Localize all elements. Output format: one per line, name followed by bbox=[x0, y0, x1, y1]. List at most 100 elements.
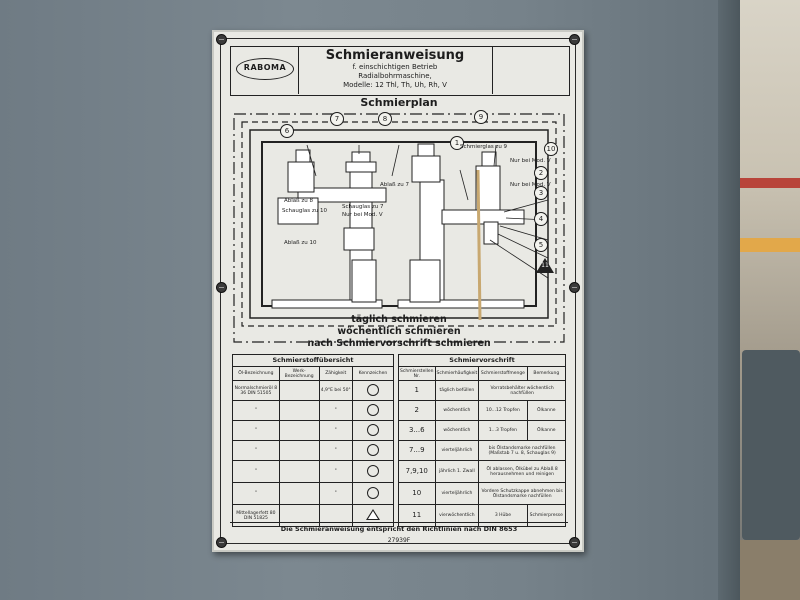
table-cell: 4,9°E bei 50° bbox=[318, 380, 353, 401]
legend-weekly: wöchentlich schmieren bbox=[337, 326, 461, 337]
column-header: Bemerkung bbox=[526, 366, 567, 381]
callout-1: 1 bbox=[450, 136, 464, 150]
table-row: " " bbox=[232, 420, 395, 441]
table-cell: 3 Hübe bbox=[478, 504, 528, 527]
footer-note: Die Schmieranweisung entspricht den Rich… bbox=[280, 525, 518, 533]
callout-9: 9 bbox=[474, 110, 488, 124]
plate-subtitle-1: f. einschichtigen Betrieb bbox=[352, 63, 438, 71]
table-cell: Öl ablassen, Ölkübel zu Ablaß 8 herausne… bbox=[478, 460, 566, 483]
screw-icon bbox=[569, 537, 580, 548]
table-cell: " bbox=[318, 400, 353, 421]
lubricant-symbol-cell bbox=[351, 504, 395, 527]
table-cell: bis Ölstandsmarke nachfüllen (Maßstab 7 … bbox=[478, 440, 566, 461]
table-cell: Ölkanne bbox=[526, 420, 567, 441]
lubrication-schedule-table: Schmiervorschrift Schmierstellen Nr. Sch… bbox=[398, 354, 567, 527]
diagram-note: Ablaß zu 10 bbox=[284, 240, 317, 246]
diagram-note: Schmierglas zu 9 bbox=[460, 144, 508, 150]
circle-icon bbox=[366, 486, 379, 499]
table-cell bbox=[278, 440, 320, 461]
section-title: Schmierplan bbox=[360, 96, 438, 109]
table-cell: " bbox=[232, 482, 280, 505]
table-cell: Ölkanne bbox=[526, 400, 567, 421]
table-cell: " bbox=[232, 440, 280, 461]
legend-per-spec: nach Schmiervorschrift schmieren bbox=[307, 338, 491, 349]
plate-subtitle-3: Modelle: 12 Thl, Th, Uh, Rh, V bbox=[343, 81, 447, 89]
table-cell bbox=[278, 400, 320, 421]
table-cell: 3...6 bbox=[398, 420, 436, 441]
table-cell: täglich befüllen bbox=[434, 380, 480, 401]
circle-icon bbox=[366, 464, 379, 477]
table-cell: " bbox=[318, 420, 353, 441]
table-cell: 1...3 Tropfen bbox=[478, 420, 528, 441]
table-cell: 1 bbox=[398, 380, 436, 401]
table-row: 1 täglich befüllen Vorratsbehälter wöche… bbox=[398, 380, 566, 401]
table-row: " " bbox=[232, 460, 395, 483]
table-cell: 10 bbox=[398, 482, 436, 505]
column-header: Kennzeichen bbox=[351, 366, 395, 381]
callout-5: 5 bbox=[534, 238, 548, 252]
background-red-beam bbox=[740, 178, 800, 188]
screw-icon bbox=[569, 282, 580, 293]
table-title: Schmierstoffübersicht bbox=[232, 354, 394, 367]
table-cell: vierwöchentlich bbox=[434, 504, 480, 527]
lubricant-symbol-cell bbox=[351, 380, 395, 401]
table-row: 7...9 vierteljährlich bis Ölstandsmarke … bbox=[398, 440, 566, 461]
table-cell: " bbox=[232, 460, 280, 483]
callout-4: 4 bbox=[534, 212, 548, 226]
table-cell bbox=[318, 504, 353, 527]
table-cell: 2 bbox=[398, 400, 436, 421]
table-row: 11 vierwöchentlich 3 Hübe Schmierpresse bbox=[398, 504, 567, 527]
table-cell: wöchentlich bbox=[434, 420, 480, 441]
table-row: Mittellagerfett 80 DIN 51825 bbox=[232, 504, 395, 527]
callout-6: 6 bbox=[280, 124, 294, 138]
table-row: 7,9,10 jährlich 1. Zwall Öl ablassen, Öl… bbox=[398, 460, 566, 483]
table-cell bbox=[278, 380, 320, 401]
lubricant-symbol-cell bbox=[351, 482, 395, 505]
diagram-note: Schauglas zu 7 bbox=[342, 204, 384, 210]
plate-subtitle-2: Radialbohrmaschine, bbox=[358, 72, 432, 80]
background-machine bbox=[742, 350, 800, 540]
column-header: Schmierstoffmenge bbox=[478, 366, 528, 381]
diagram-note: Ablaß zu 8 bbox=[284, 198, 313, 204]
callout-10: 10 bbox=[544, 142, 558, 156]
table-cell: " bbox=[318, 482, 353, 505]
circle-icon bbox=[366, 423, 379, 436]
table-row: " " bbox=[232, 440, 395, 461]
table-row: " " bbox=[232, 400, 395, 421]
plate-title: Schmieranweisung bbox=[325, 48, 465, 63]
lubricant-symbol-cell bbox=[351, 460, 395, 483]
screw-icon bbox=[216, 537, 227, 548]
callout-8: 8 bbox=[378, 112, 392, 126]
table-row: " " bbox=[232, 482, 395, 505]
table-cell: 10...12 Tropfen bbox=[478, 400, 528, 421]
brand-name: RABOMA bbox=[243, 63, 287, 72]
brand-logo: RABOMA bbox=[236, 58, 294, 80]
table-cell bbox=[278, 482, 320, 505]
circle-icon bbox=[366, 403, 379, 416]
triangle-icon bbox=[365, 509, 380, 520]
table-row: 2 wöchentlich 10...12 Tropfen Ölkanne bbox=[398, 400, 567, 421]
diagram-note: Schauglas zu 10 bbox=[282, 208, 327, 214]
diagram-note: Nur bei Mod. V bbox=[510, 158, 551, 164]
table-title: Schmiervorschrift bbox=[398, 354, 566, 367]
column-header: Öl-Bezeichnung bbox=[232, 366, 280, 381]
table-row: Normalschmieröl 8 36 DIN 51505 4,9°E bei… bbox=[232, 380, 395, 401]
screw-icon bbox=[569, 34, 580, 45]
logo-cell bbox=[230, 46, 299, 94]
diagram-note: Nur bei Mod. V bbox=[510, 182, 551, 188]
background-floor bbox=[740, 540, 800, 600]
table-cell: Normalschmieröl 8 36 DIN 51505 bbox=[232, 380, 280, 401]
callout-2: 2 bbox=[534, 166, 548, 180]
header-box bbox=[230, 46, 570, 96]
column-header: Schmierstellen Nr. bbox=[398, 366, 436, 381]
column-header: Zähigkeit bbox=[318, 366, 353, 381]
column-header: Werk-Bezeichnung bbox=[278, 366, 320, 381]
table-cell: Vordere Schutzkappe abnehmen bis Ölstand… bbox=[478, 482, 566, 505]
diagram-note: Nur bei Mod. V bbox=[342, 212, 383, 218]
table-cell: Schmierpresse bbox=[526, 504, 567, 527]
table-cell: " bbox=[318, 440, 353, 461]
serial-number: 27939F bbox=[387, 537, 411, 544]
table-cell: " bbox=[318, 460, 353, 483]
lubricant-symbol-cell bbox=[351, 400, 395, 421]
diagram-note: Ablaß zu 7 bbox=[380, 182, 409, 188]
